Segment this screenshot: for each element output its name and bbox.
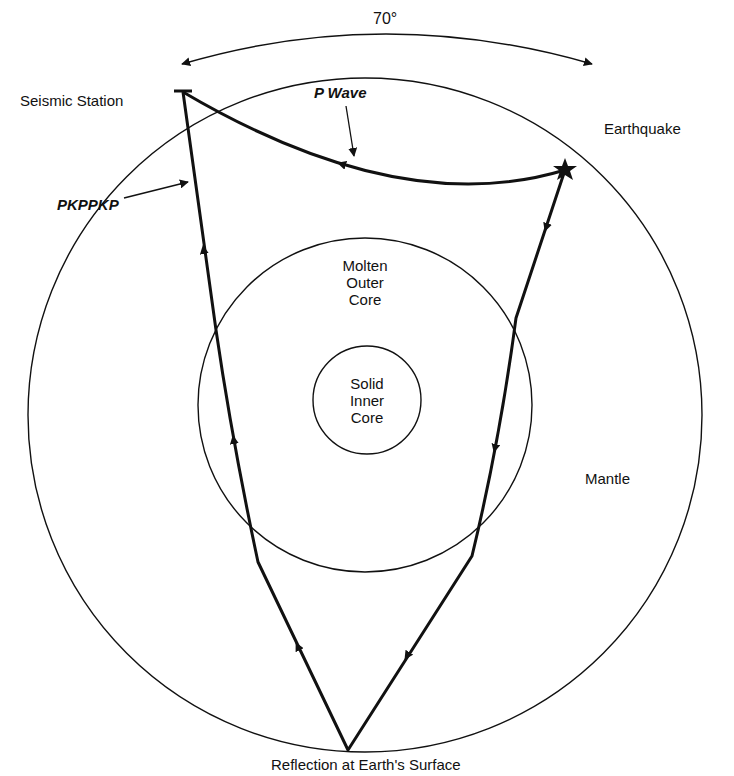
ray-arrow [405,648,412,659]
callout-label: P Wave [314,84,367,101]
leader-line [124,182,188,198]
leader-line [346,106,354,156]
circle-line [28,78,702,752]
layer-name: Solid Inner Core [337,375,397,426]
earthquake-star [553,158,577,180]
station-marker [174,90,192,93]
ray-arrow [203,246,205,258]
circle-line [313,346,421,454]
circle-line [198,238,532,572]
p-wave-ray [183,92,565,184]
callout-label: Seismic Station [20,92,123,109]
layer-circle: Molten Outer CoreSolid Inner Core [197,237,533,573]
layer-name: Molten Outer Core [330,257,400,308]
pkppkp-ray [183,92,565,750]
callout-label: PKPPKP [57,196,119,213]
layer-name: Mantle [585,470,665,487]
ray-arrow [296,643,301,653]
layer-circle: Mantle Molten Outer CoreSolid Inner Core [27,77,703,753]
callout-label: Reflection at Earth's Surface [271,756,461,773]
ray-arrow [545,219,549,231]
ray-arrow [233,436,235,448]
layer-circle: Solid Inner Core [312,345,422,455]
ray-arrow [494,440,497,452]
angle-arc [182,34,592,64]
angle-label: 70° [370,10,400,27]
callout-label: Earthquake [604,120,681,137]
ray-arrow [338,163,350,167]
